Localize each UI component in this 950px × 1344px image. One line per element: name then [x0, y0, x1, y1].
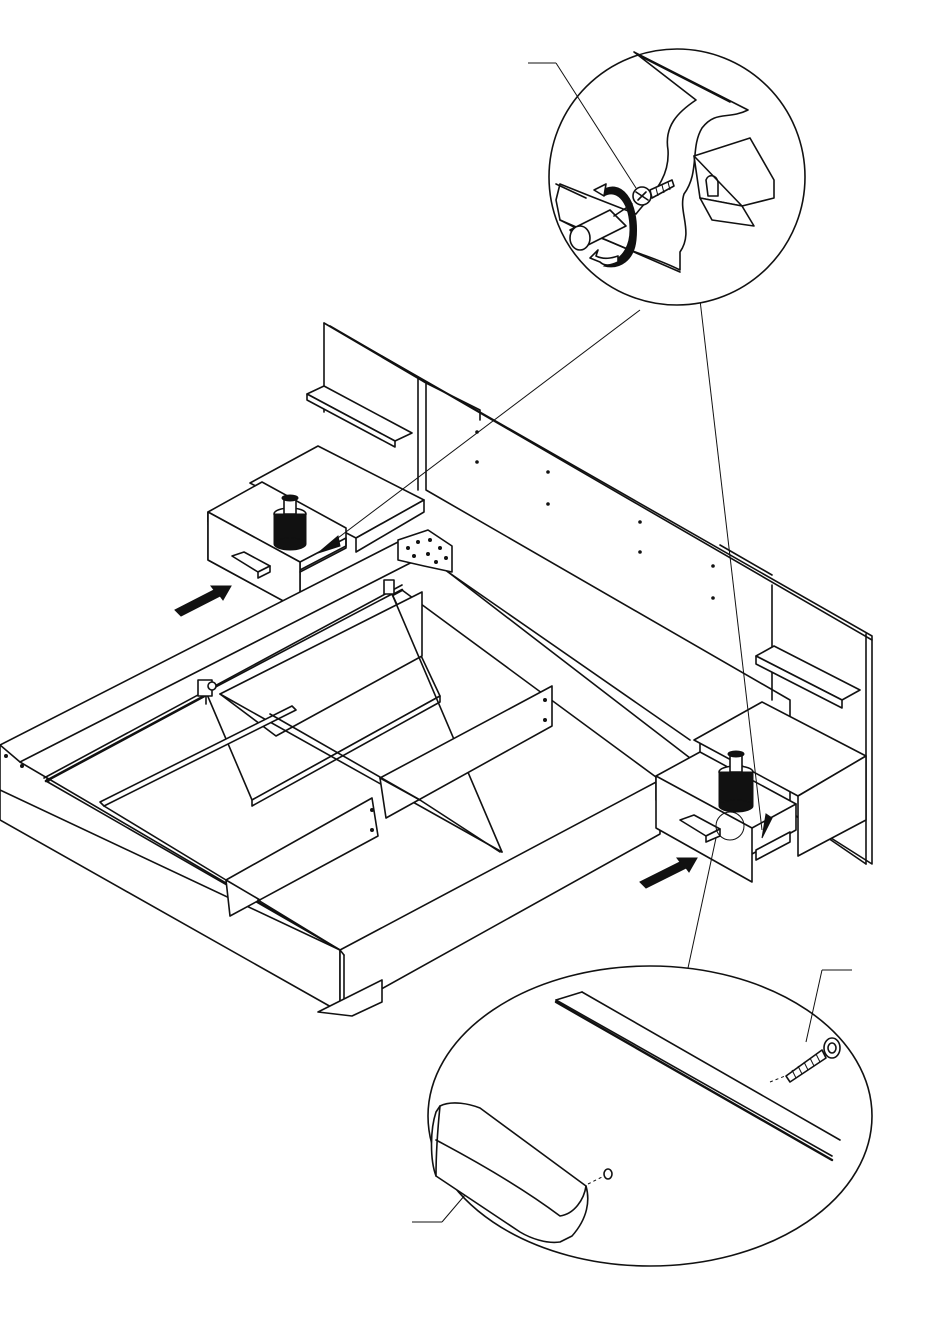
- bed-frame: [0, 540, 690, 1016]
- push-arrow-icon: [175, 586, 231, 616]
- push-arrow-icon: [640, 858, 697, 888]
- callout-bottom-handle: [412, 966, 872, 1266]
- callout-top-screw: [528, 49, 805, 305]
- left-shelf: [307, 386, 412, 447]
